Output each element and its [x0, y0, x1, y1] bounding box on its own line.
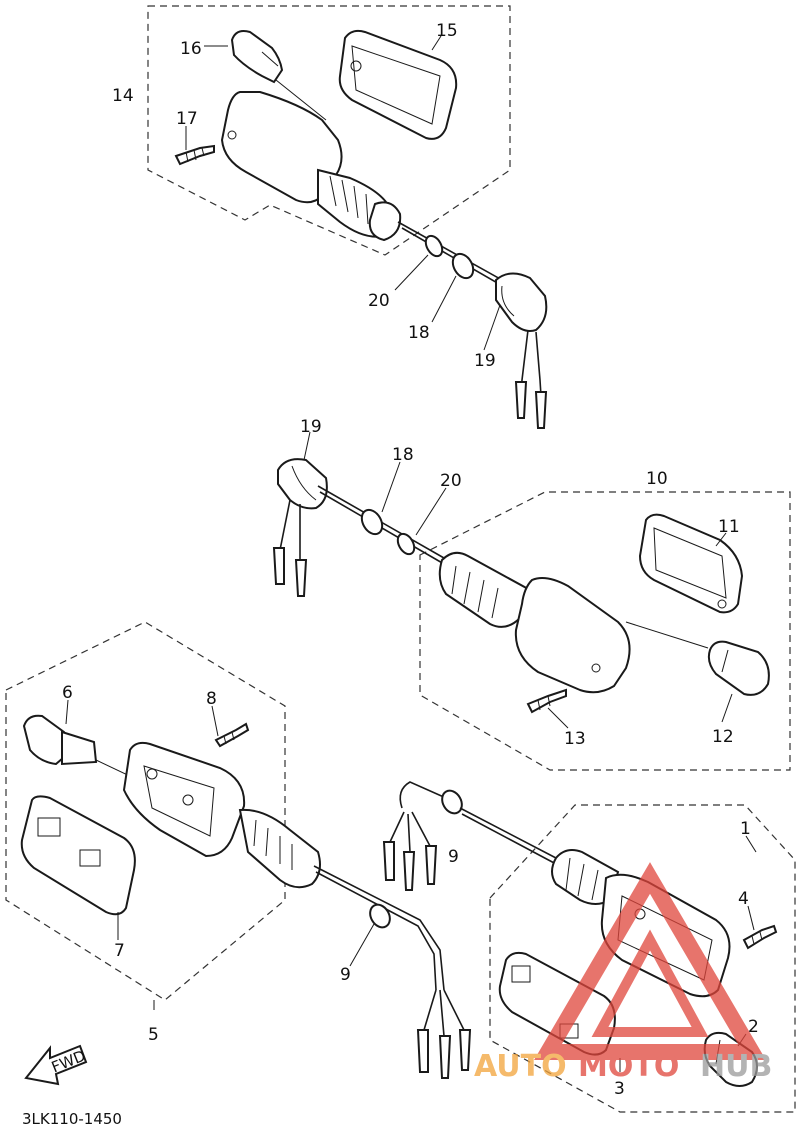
callout-18-top: 18	[408, 323, 430, 343]
grommet-part-19-top	[495, 272, 548, 429]
front-left-turn-signal-assembly	[5, 621, 472, 1079]
callout-16: 16	[180, 39, 202, 59]
callout-10: 10	[646, 469, 668, 489]
diagram-code: 3LK110-1450	[22, 1110, 122, 1128]
bulb-part-6	[22, 714, 181, 801]
housing-middle	[438, 551, 631, 694]
callout-6: 6	[62, 683, 73, 703]
callout-19-top: 19	[474, 351, 496, 371]
fwd-arrow-icon: FWD	[24, 1044, 88, 1086]
callout-5: 5	[148, 1025, 159, 1045]
screw-part-8	[214, 722, 250, 748]
callout-18-mid: 18	[392, 445, 414, 465]
callout-15: 15	[436, 21, 458, 41]
watermark-part-a: AUTO	[474, 1049, 567, 1084]
bulb-part-12	[625, 621, 770, 696]
callout-8: 8	[206, 689, 217, 709]
callout-17: 17	[176, 109, 198, 129]
callout-11: 11	[718, 517, 740, 537]
callout-9-left: 9	[340, 965, 351, 985]
screw-part-17	[174, 144, 215, 166]
rear-right-turn-signal-assembly	[272, 431, 791, 771]
screw-part-13	[526, 688, 567, 714]
callout-labels: 16 15 14 17 20 18 19 19 18 20 10 11 13 1…	[62, 21, 759, 1099]
watermark-part-c: HUB	[700, 1049, 772, 1084]
callout-3: 3	[614, 1079, 625, 1099]
screw-part-4	[742, 924, 778, 950]
callout-20-top: 20	[368, 291, 390, 311]
housing-top	[220, 91, 402, 242]
rear-left-turn-signal-assembly	[147, 5, 548, 429]
callout-14: 14	[112, 86, 134, 106]
grommet-part-19-mid	[272, 458, 328, 597]
lens-part-7	[20, 795, 136, 916]
callout-2: 2	[748, 1017, 759, 1037]
wire-connectors-lower-right	[382, 781, 447, 891]
callout-9-right: 9	[448, 847, 459, 867]
watermark-part-b: MOTO	[578, 1049, 679, 1084]
watermark-logo: AUTO MOTO HUB	[474, 862, 772, 1084]
callout-20-mid: 20	[440, 471, 462, 491]
fwd-label: FWD	[49, 1047, 88, 1077]
wire-connectors-lower-left	[416, 989, 472, 1079]
bulb-part-16	[230, 30, 327, 121]
callout-12: 12	[712, 727, 734, 747]
callout-4: 4	[738, 889, 749, 909]
lens-part-11	[638, 513, 744, 614]
callout-1: 1	[740, 819, 751, 839]
callout-7: 7	[114, 941, 125, 961]
housing-lower-left	[122, 741, 321, 889]
lens-part-15	[338, 29, 458, 140]
callout-13: 13	[564, 729, 586, 749]
callout-19-mid: 19	[300, 417, 322, 437]
